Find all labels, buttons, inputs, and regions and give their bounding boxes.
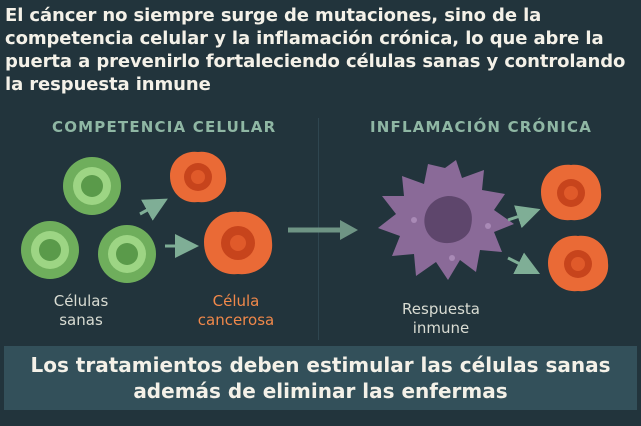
cancer-cell-large <box>204 211 273 275</box>
label-cancer-cell: Célula cancerosa <box>186 292 286 330</box>
cancer-cell-right-bottom <box>548 235 609 292</box>
headline-text: El cáncer no siempre surge de mutaciones… <box>5 5 626 95</box>
footer-banner: Los tratamientos deben estimular las cél… <box>4 346 637 410</box>
healthy-cell-left <box>21 221 79 279</box>
footer-text: Los tratamientos deben estimular las cél… <box>4 352 637 404</box>
label-immune-response: Respuesta inmune <box>388 300 494 338</box>
label-cancer-line1: Célula <box>212 292 260 310</box>
process-arrow-icon <box>288 220 358 240</box>
label-healthy-cells: Células sanas <box>36 292 126 330</box>
healthy-cell-top <box>63 157 121 215</box>
label-healthy-line2: sanas <box>59 311 103 329</box>
cancer-cell-small <box>170 151 227 203</box>
headline: El cáncer no siempre surge de mutaciones… <box>5 4 637 96</box>
section-title-competition: COMPETENCIA CELULAR <box>52 118 277 136</box>
label-cancer-line2: cancerosa <box>197 311 275 329</box>
section-title-inflammation: INFLAMACIÓN CRÓNICA <box>370 118 593 136</box>
footer-line1: Los tratamientos deben estimular las cél… <box>30 353 611 377</box>
arrow-icon <box>507 252 541 275</box>
immune-cell <box>378 160 514 280</box>
arrow-icon <box>139 198 168 221</box>
footer-line2: además de eliminar las enfermas <box>133 379 508 403</box>
label-immune-line1: Respuesta <box>402 300 480 318</box>
label-immune-line2: inmune <box>412 319 470 337</box>
healthy-cell-right <box>98 225 156 283</box>
arrow-icon <box>507 205 541 229</box>
label-healthy-line1: Células <box>53 292 109 310</box>
cancer-cell-right-top <box>541 164 602 221</box>
